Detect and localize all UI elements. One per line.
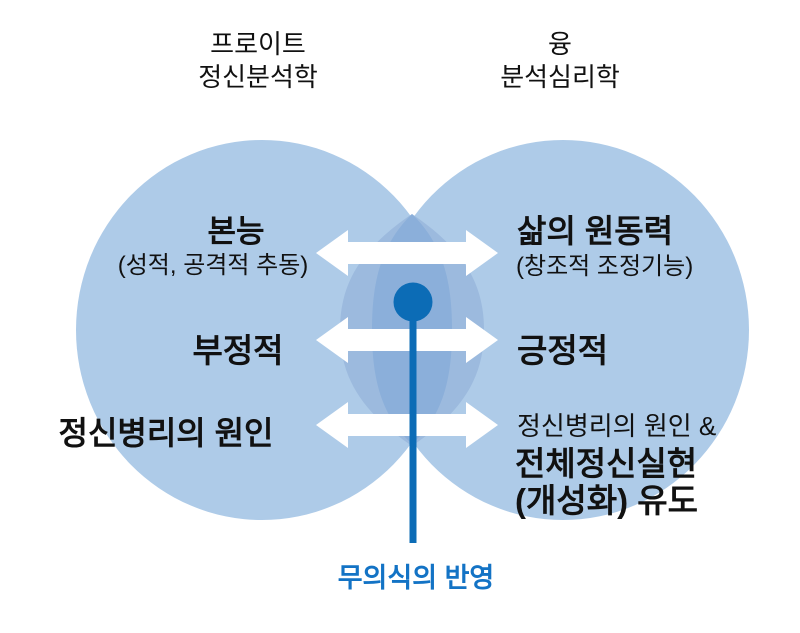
exchange-arrow-row1 xyxy=(316,230,498,276)
left-row1-main: 본능 xyxy=(207,214,265,249)
right-row2: 긍정적 xyxy=(517,332,609,369)
left-row3: 정신병리의 원인 xyxy=(58,415,274,451)
right-row3-line3: (개성화) 유도 xyxy=(515,482,698,519)
left-header: 프로이트 정신분석학 xyxy=(158,28,358,94)
right-header-line1: 융 xyxy=(548,29,572,59)
right-header: 융 분석심리학 xyxy=(460,28,660,94)
unconscious-label: 무의식의 반영 xyxy=(337,563,495,593)
right-row3-line1: 정신병리의 원인 & xyxy=(517,411,717,441)
right-header-line2: 분석심리학 xyxy=(500,62,620,92)
right-row3-line2: 전체정신실현 xyxy=(515,445,698,482)
left-header-line1: 프로이트 xyxy=(210,29,306,59)
left-row1-sub: (성적, 공격적 추동) xyxy=(117,252,309,279)
unconscious-pointer-line xyxy=(409,300,417,543)
exchange-arrow-row3 xyxy=(316,402,498,448)
right-row1-sub: (창조적 조정기능) xyxy=(516,253,694,280)
right-row1-main: 삶의 원동력 xyxy=(517,213,674,249)
left-row2: 부정적 xyxy=(192,332,284,369)
unconscious-dot xyxy=(393,282,433,322)
exchange-arrow-row2 xyxy=(316,317,498,363)
left-header-line2: 정신분석학 xyxy=(198,62,318,92)
